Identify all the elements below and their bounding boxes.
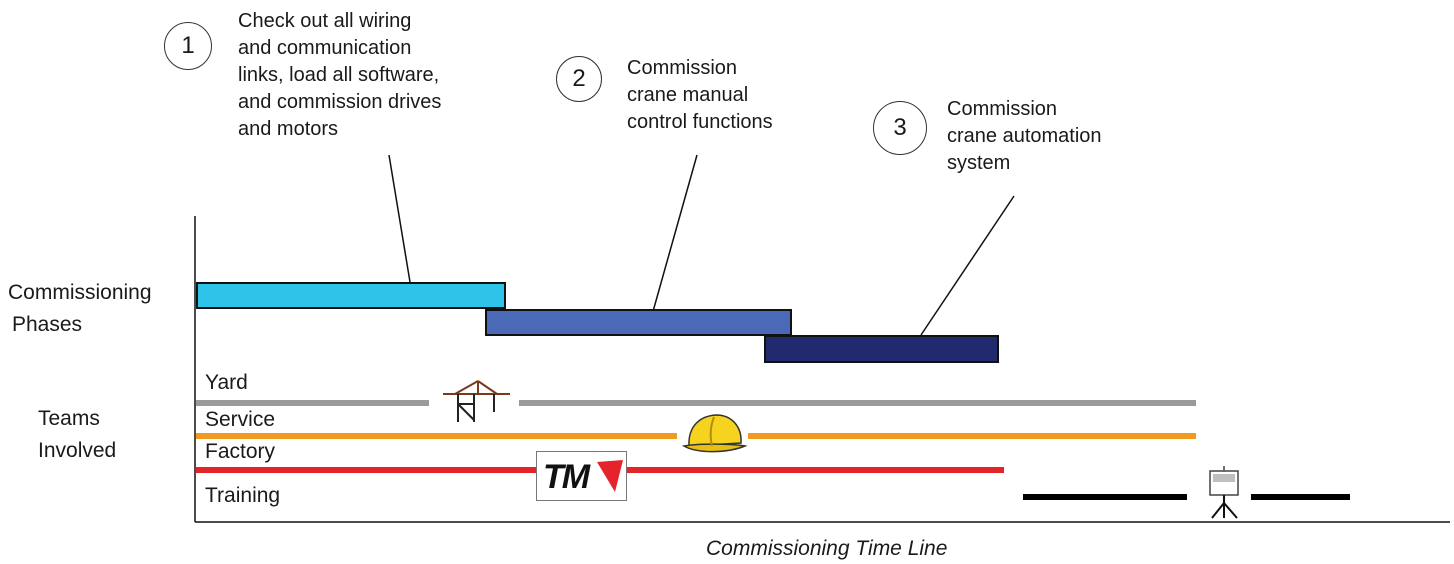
step-1-number: 1 [164,22,212,70]
x-axis-title: Commissioning Time Line [706,537,948,560]
team-training-label: Training [205,484,281,507]
team-yard-label: Yard [205,371,248,394]
step-1-description: Check out all wiring and communication l… [238,10,442,140]
leader-line-1 [388,154,411,283]
phase-bar-3 [764,335,999,363]
step-3-number: 3 [873,101,927,155]
leader-line-2 [651,154,698,316]
step-2-description: Commission crane manual control function… [627,57,773,133]
teams-label: Teams Involved [38,407,117,462]
phase-bar-1 [196,282,506,309]
team-service-label: Service [205,408,276,431]
service-line-2 [748,433,1196,439]
yard-line-1 [196,400,429,406]
step-2-number: 2 [556,56,602,102]
leader-line-3 [920,195,1015,336]
team-factory-label: Factory [205,440,276,463]
step-3-description: Commission crane automation system [947,98,1102,174]
phase-bar-2 [485,309,792,336]
training-line-1 [1023,494,1187,500]
phases-label: Commissioning Phases [8,281,152,336]
service-line-1 [196,433,677,439]
yard-line-2 [519,400,1196,406]
tm-logo-icon: TM [536,451,627,501]
training-line-2 [1251,494,1350,500]
